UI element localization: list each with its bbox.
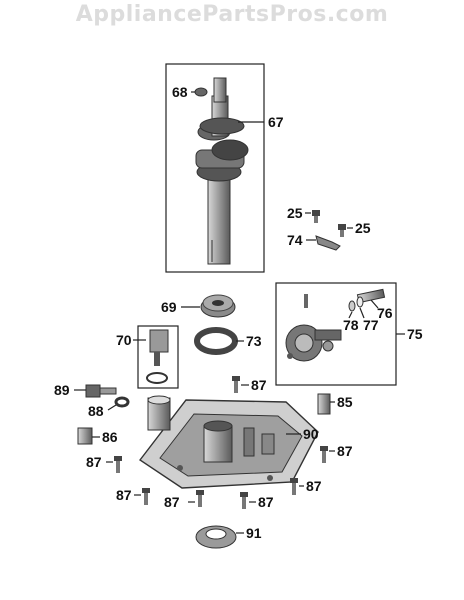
bolt-87-b-part — [320, 446, 328, 463]
bolt-87-d-part — [142, 488, 150, 505]
bracket-74-part — [315, 235, 341, 251]
crankshaft-part — [195, 77, 249, 265]
callout-25-a: 25 — [287, 205, 303, 221]
callout-89: 89 — [54, 382, 70, 398]
governor-gear-part — [285, 294, 342, 362]
callout-67: 67 — [268, 114, 284, 130]
callout-87-g: 87 — [306, 478, 322, 494]
bolt-87-g-part — [290, 478, 298, 495]
bolt-87-top-part — [232, 376, 240, 393]
callout-86: 86 — [102, 429, 118, 445]
callout-91: 91 — [246, 525, 262, 541]
callout-77: 77 — [363, 317, 379, 333]
callout-76: 76 — [377, 305, 393, 321]
callout-74: 74 — [287, 232, 303, 248]
callout-87-c: 87 — [86, 454, 102, 470]
callout-85: 85 — [337, 394, 353, 410]
callout-73: 73 — [246, 333, 262, 349]
oil-seal-91-part — [195, 525, 237, 549]
callout-87-e: 87 — [164, 494, 180, 510]
callout-78: 78 — [343, 317, 359, 333]
callout-87-b: 87 — [337, 443, 353, 459]
gear-69-part — [200, 294, 236, 318]
callout-90: 90 — [303, 426, 319, 442]
bushing-85-part — [317, 393, 331, 415]
key-68-part — [194, 87, 208, 97]
governor-arm-frame — [137, 325, 179, 389]
bolt-87-c-part — [114, 456, 122, 473]
bolt-89-part — [85, 384, 117, 398]
callout-68: 68 — [172, 84, 188, 100]
bolt-87-f-part — [240, 492, 248, 509]
washer-77-part — [356, 296, 364, 308]
washer-88-part — [114, 396, 130, 408]
callout-87-d: 87 — [116, 487, 132, 503]
callout-69: 69 — [161, 299, 177, 315]
crankshaft-frame — [165, 63, 265, 273]
callout-87-top: 87 — [251, 377, 267, 393]
washer-78-part — [348, 300, 356, 312]
callout-25-b: 25 — [355, 220, 371, 236]
bushing-86-part — [77, 427, 93, 445]
callout-87-f: 87 — [258, 494, 274, 510]
bolt-25-b-part — [338, 224, 346, 237]
callout-70: 70 — [116, 332, 132, 348]
sump-cover-90-part — [138, 395, 319, 489]
seal-73-part — [194, 327, 238, 355]
watermark-text: AppliancePartsPros.com — [75, 2, 389, 27]
governor-arm-part — [146, 329, 169, 384]
callout-88: 88 — [88, 403, 104, 419]
callout-75: 75 — [407, 326, 423, 342]
bolt-25-a-part — [312, 210, 320, 223]
bolt-87-e-part — [196, 490, 204, 507]
